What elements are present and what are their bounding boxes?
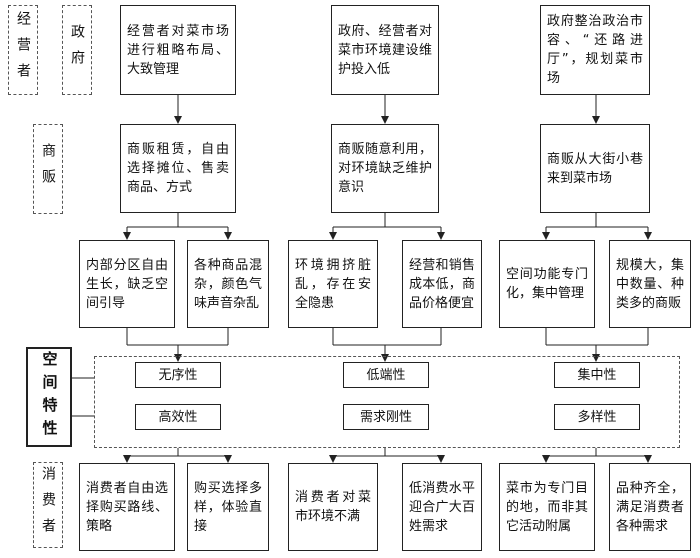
col1-consumer2-text: 购买选择多样，体验直接 [194,480,262,534]
operator-label: 经营者 [8,5,38,95]
col1-government-box: 经营者对菜市场进行粗略布局、大致管理 [120,5,236,95]
col1-trait1-text: 无序性 [158,367,198,383]
col3-sub1-box: 空间功能专门化，集中管理 [499,240,595,328]
col2-sub2-box: 经营和销售成本低，商品价格便宜 [402,240,482,328]
col2-consumer1-box: 消费者对菜市环境不满 [288,463,378,551]
spatial-label: 空间特性 [26,347,72,447]
col2-sub1-text: 环境拥挤脏乱，存在安全隐患 [295,257,371,311]
consumer-label-text: 消费者 [40,466,56,544]
col3-consumer1-box: 菜市为专门目的地，而非其它活动附属 [499,463,595,551]
col1-sub1-text: 内部分区自由生长，缺乏空间引导 [86,257,168,311]
col1-consumer1-text: 消费者自由选择购买路线、策略 [86,480,168,534]
col1-trait2-box: 高效性 [135,404,221,430]
col2-trait2-text: 需求刚性 [359,409,412,425]
col3-consumer1-text: 菜市为专门目的地，而非其它活动附属 [506,480,588,534]
col1-trait1-box: 无序性 [135,362,221,388]
consumer-label: 消费者 [33,462,63,548]
col3-trait1-text: 集中性 [577,367,617,383]
col3-consumer2-text: 品种齐全，满足消费者各种需求 [616,480,684,534]
vendor-label: 商贩 [33,124,63,214]
spatial-label-text: 空间特性 [40,351,59,443]
col2-government-box: 政府、经营者对菜市环境建设维护投入低 [331,5,439,95]
col1-sub1-box: 内部分区自由生长，缺乏空间引导 [79,240,175,328]
col2-vendor-text: 商贩随意利用，对环境缺乏维护意识 [338,142,432,195]
col2-trait1-box: 低端性 [343,362,429,388]
col2-sub2-text: 经营和销售成本低，商品价格便宜 [409,257,475,311]
col3-trait2-text: 多样性 [577,409,617,425]
col1-consumer1-box: 消费者自由选择购买路线、策略 [79,463,175,551]
col2-sub1-box: 环境拥挤脏乱，存在安全隐患 [288,240,378,328]
col3-sub2-box: 规模大，集中数量、种类多的商贩 [609,240,691,328]
col3-trait2-box: 多样性 [554,404,640,430]
col2-trait1-text: 低端性 [366,367,406,383]
government-label: 政府 [62,5,92,95]
col2-consumer1-text: 消费者对菜市环境不满 [295,490,371,524]
spatial-traits-frame [94,356,680,448]
col1-consumer2-box: 购买选择多样，体验直接 [187,463,269,551]
col2-vendor-box: 商贩随意利用，对环境缺乏维护意识 [331,124,439,213]
col3-trait1-box: 集中性 [554,362,640,388]
col1-government-text: 经营者对菜市场进行粗略布局、大致管理 [127,23,229,77]
government-label-text: 政府 [69,24,85,76]
col3-consumer2-box: 品种齐全，满足消费者各种需求 [609,463,691,551]
col3-government-text: 政府整治政治市容、“还路进厅”，规划菜市场 [547,14,643,86]
col3-government-box: 政府整治政治市容、“还路进厅”，规划菜市场 [540,5,650,95]
col1-sub2-box: 各种商品混杂，颜色气味声音杂乱 [187,240,269,328]
col1-sub2-text: 各种商品混杂，颜色气味声音杂乱 [194,257,262,311]
vendor-label-text: 商贩 [40,143,56,195]
col3-vendor-box: 商贩从大街小巷来到菜市场 [540,124,650,213]
col3-sub1-text: 空间功能专门化，集中管理 [506,267,588,301]
col3-vendor-text: 商贩从大街小巷来到菜市场 [547,151,643,186]
operator-label-text: 经营者 [15,11,31,89]
col2-consumer2-text: 低消费水平迎合广大百姓需求 [409,480,475,534]
col1-vendor-box: 商贩租赁，自由选择摊位、售卖商品、方式 [120,124,236,213]
col1-trait2-text: 高效性 [158,409,198,425]
col1-vendor-text: 商贩租赁，自由选择摊位、售卖商品、方式 [127,142,229,195]
col3-sub2-text: 规模大，集中数量、种类多的商贩 [616,257,684,311]
col2-government-text: 政府、经营者对菜市环境建设维护投入低 [338,23,432,77]
col2-trait2-box: 需求刚性 [343,404,429,430]
col2-consumer2-box: 低消费水平迎合广大百姓需求 [402,463,482,551]
